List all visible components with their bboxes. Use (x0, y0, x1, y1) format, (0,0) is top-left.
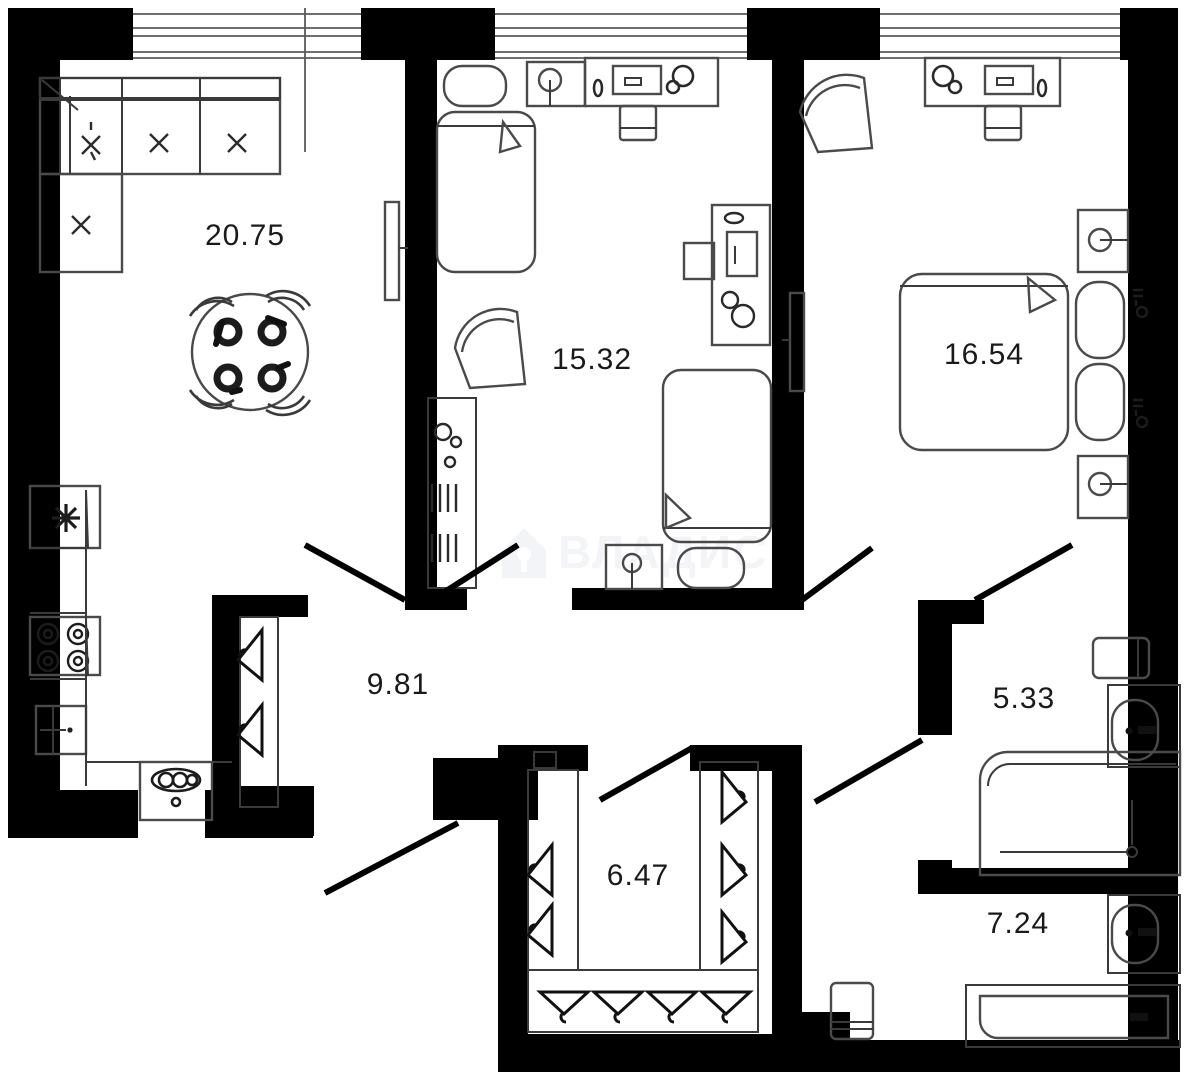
shower-tray (978, 750, 1182, 877)
kitchen-counter (30, 490, 232, 786)
shelving-unit (427, 397, 477, 589)
nightstand-two-lower (1076, 454, 1130, 520)
bathroom-one-fixtures (978, 636, 1182, 877)
door-bedroom-one (430, 542, 520, 603)
area-label-bathroom-one: 5.33 (993, 682, 1055, 715)
bed-one-lower (661, 368, 773, 544)
door-entry (323, 820, 460, 896)
sectional-sofa (38, 76, 282, 274)
sconce-icons (1133, 288, 1149, 429)
bed-two (898, 272, 1070, 452)
bed-one (435, 110, 537, 274)
desk-one (583, 56, 720, 142)
area-label-bedroom-two: 16.54 (944, 338, 1024, 371)
clothes-hangers (525, 767, 754, 1024)
bedroom-two-furniture (798, 56, 1149, 520)
washbasin-two (1107, 894, 1181, 974)
pillow-one (442, 64, 508, 108)
area-labels: 20.75 15.32 16.54 9.81 6.47 5.33 7.24 (205, 219, 1055, 940)
dining-table (188, 289, 312, 417)
hall-closet (235, 616, 279, 808)
area-label-bedroom-one: 15.32 (552, 343, 632, 376)
area-label-living-room: 20.75 (205, 219, 285, 252)
door-living-room (303, 542, 407, 603)
toilet (1091, 636, 1151, 680)
door-bedroom-one-hall (800, 545, 874, 603)
nightstand-one-lower (604, 543, 664, 591)
dining-chairs (188, 289, 312, 417)
walk-in-closet-fixtures (525, 751, 759, 1033)
door-bedroom-two (973, 542, 1074, 603)
pillow-one-lower (676, 546, 746, 590)
desk-two (923, 56, 1062, 142)
area-label-bathroom-two: 7.24 (987, 907, 1049, 940)
pillows-two (1074, 280, 1126, 442)
wardrobe-panel-bedroom-two (782, 291, 806, 393)
door-indicators (303, 542, 1074, 896)
washing-machine (138, 760, 214, 822)
window-bedroom-two (880, 13, 1120, 59)
wardrobe-panel-bedroom-one (383, 200, 408, 302)
area-label-hallway: 9.81 (367, 668, 429, 701)
entry-cabinet (829, 981, 875, 1041)
bathtub (965, 984, 1181, 1048)
nightstand-two-upper (1076, 208, 1130, 274)
window-living-room (133, 8, 361, 152)
armchair-two (798, 73, 874, 154)
bathroom-two-fixtures (965, 894, 1181, 1048)
area-label-walk-in-closet: 6.47 (607, 859, 669, 892)
living-room-furniture (28, 76, 312, 822)
window-bedroom-one (495, 13, 747, 59)
armchair-one (453, 307, 527, 390)
bedroom-one-furniture (383, 56, 806, 591)
door-wardrobe (598, 745, 694, 803)
door-bathroom-one (813, 737, 924, 805)
nightstand-one (525, 60, 587, 108)
wardrobe-one (682, 203, 772, 347)
washbasin-one (1107, 684, 1181, 768)
